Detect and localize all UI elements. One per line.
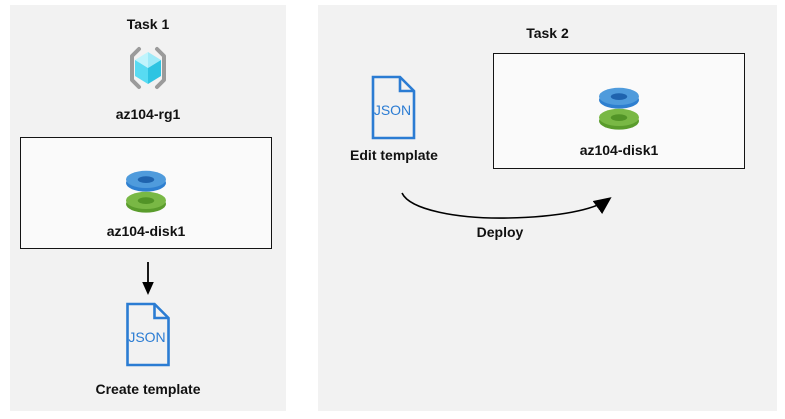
managed-disk-icon — [122, 165, 170, 215]
create-template-label: Create template — [95, 381, 201, 397]
deploy-label: Deploy — [476, 224, 524, 240]
json-file-type-text: JSON — [374, 102, 411, 118]
task2-title: Task 2 — [526, 25, 569, 41]
managed-disk-icon — [595, 82, 643, 132]
disk-label: az104-disk1 — [579, 142, 659, 158]
task1-title: Task 1 — [126, 16, 170, 32]
json-file-icon: JSON — [125, 302, 172, 367]
down-arrow-icon — [137, 260, 159, 296]
task1-disk-box: az104-disk1 — [20, 137, 272, 249]
json-file-type-text: JSON — [128, 329, 165, 345]
resource-group-label: az104-rg1 — [115, 106, 181, 122]
task2-disk-box: az104-disk1 — [493, 53, 745, 169]
edit-template-label: Edit template — [350, 147, 438, 163]
resource-group-icon — [124, 44, 172, 92]
curved-arrow-icon — [388, 180, 628, 230]
disk-label: az104-disk1 — [106, 223, 186, 239]
task1-panel: Task 1 az104-rg1 — [10, 5, 286, 411]
task2-panel: Task 2 JSON Edit template — [318, 5, 777, 411]
json-file-icon: JSON — [370, 75, 417, 140]
